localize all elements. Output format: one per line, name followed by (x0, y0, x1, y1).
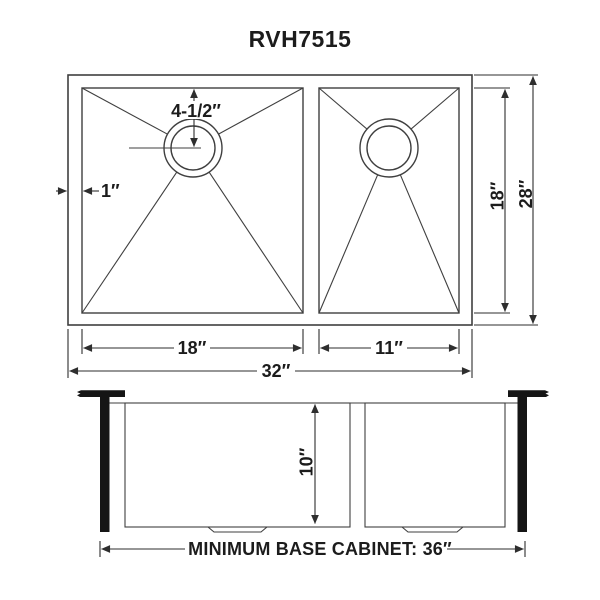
bowl-depth-dim: 10″ (297, 404, 319, 524)
countertop-right (508, 390, 549, 397)
overall-front-to-back-label: 28″ (516, 179, 536, 208)
left-drain-fitting (207, 526, 268, 533)
right-drain-outer-circle (359, 118, 419, 178)
label-mask (371, 340, 407, 356)
label-mask (487, 172, 503, 220)
cabinet-side-right (517, 397, 527, 532)
cabinet-side-left (100, 397, 110, 532)
right-drain-fitting (401, 526, 464, 533)
right-bowl-width-dim: 11″ (320, 338, 458, 358)
right-bowl-slope-line (399, 174, 460, 314)
right-bowl-width-label: 11″ (375, 338, 403, 358)
left-bowl-slope-line (208, 171, 304, 314)
left-bowl-slope-line (218, 87, 304, 135)
bowl-front-to-back-label: 18″ (488, 181, 508, 210)
bowl-front-to-back-dim: 18″ (487, 89, 509, 312)
overall-width-label: 32″ (262, 361, 291, 381)
left-bowl-width-label: 18″ (178, 338, 207, 358)
label-mask (297, 438, 313, 486)
rim-offset-dim: 1″ (56, 181, 120, 201)
left-bowl (81, 87, 304, 314)
label-mask (515, 170, 531, 218)
right-bowl (318, 87, 460, 314)
base-cabinet-label: MINIMUM BASE CABINET: 36″ (188, 539, 452, 559)
left-bowl-slope-line (81, 87, 168, 135)
overall-front-to-back-dim: 28″ (515, 76, 537, 324)
right-drain-inner-circle (366, 125, 412, 171)
sink-outer-rim (67, 74, 473, 326)
model-number: RVH7515 (249, 26, 352, 52)
label-mask (169, 101, 222, 119)
countertop-left (77, 390, 125, 397)
left-bowl-section (124, 402, 351, 528)
label-mask (174, 340, 210, 356)
rim-offset-label: 1″ (101, 181, 120, 201)
right-bowl-slope-line (318, 87, 368, 130)
drain-diameter-dim: 4-1/2″ (169, 89, 222, 147)
left-bowl-slope-line (81, 171, 178, 314)
base-cabinet-dim: MINIMUM BASE CABINET: 36″ (99, 539, 526, 559)
bowl-depth-label: 10″ (297, 447, 317, 476)
front-view: 10″ MINIMUM BASE CABINET: 36″ (77, 390, 549, 559)
overall-width-dim: 32″ (69, 361, 471, 381)
right-bowl-section (364, 402, 506, 528)
drain-diameter-label: 4-1/2″ (171, 101, 221, 121)
label-mask (257, 363, 295, 379)
left-bowl-width-dim: 18″ (83, 338, 302, 358)
right-bowl-slope-line (318, 174, 379, 314)
top-view: 4-1/2″ 1″ 18″ 11″ 32″ (56, 74, 538, 381)
right-bowl-slope-line (410, 87, 460, 130)
